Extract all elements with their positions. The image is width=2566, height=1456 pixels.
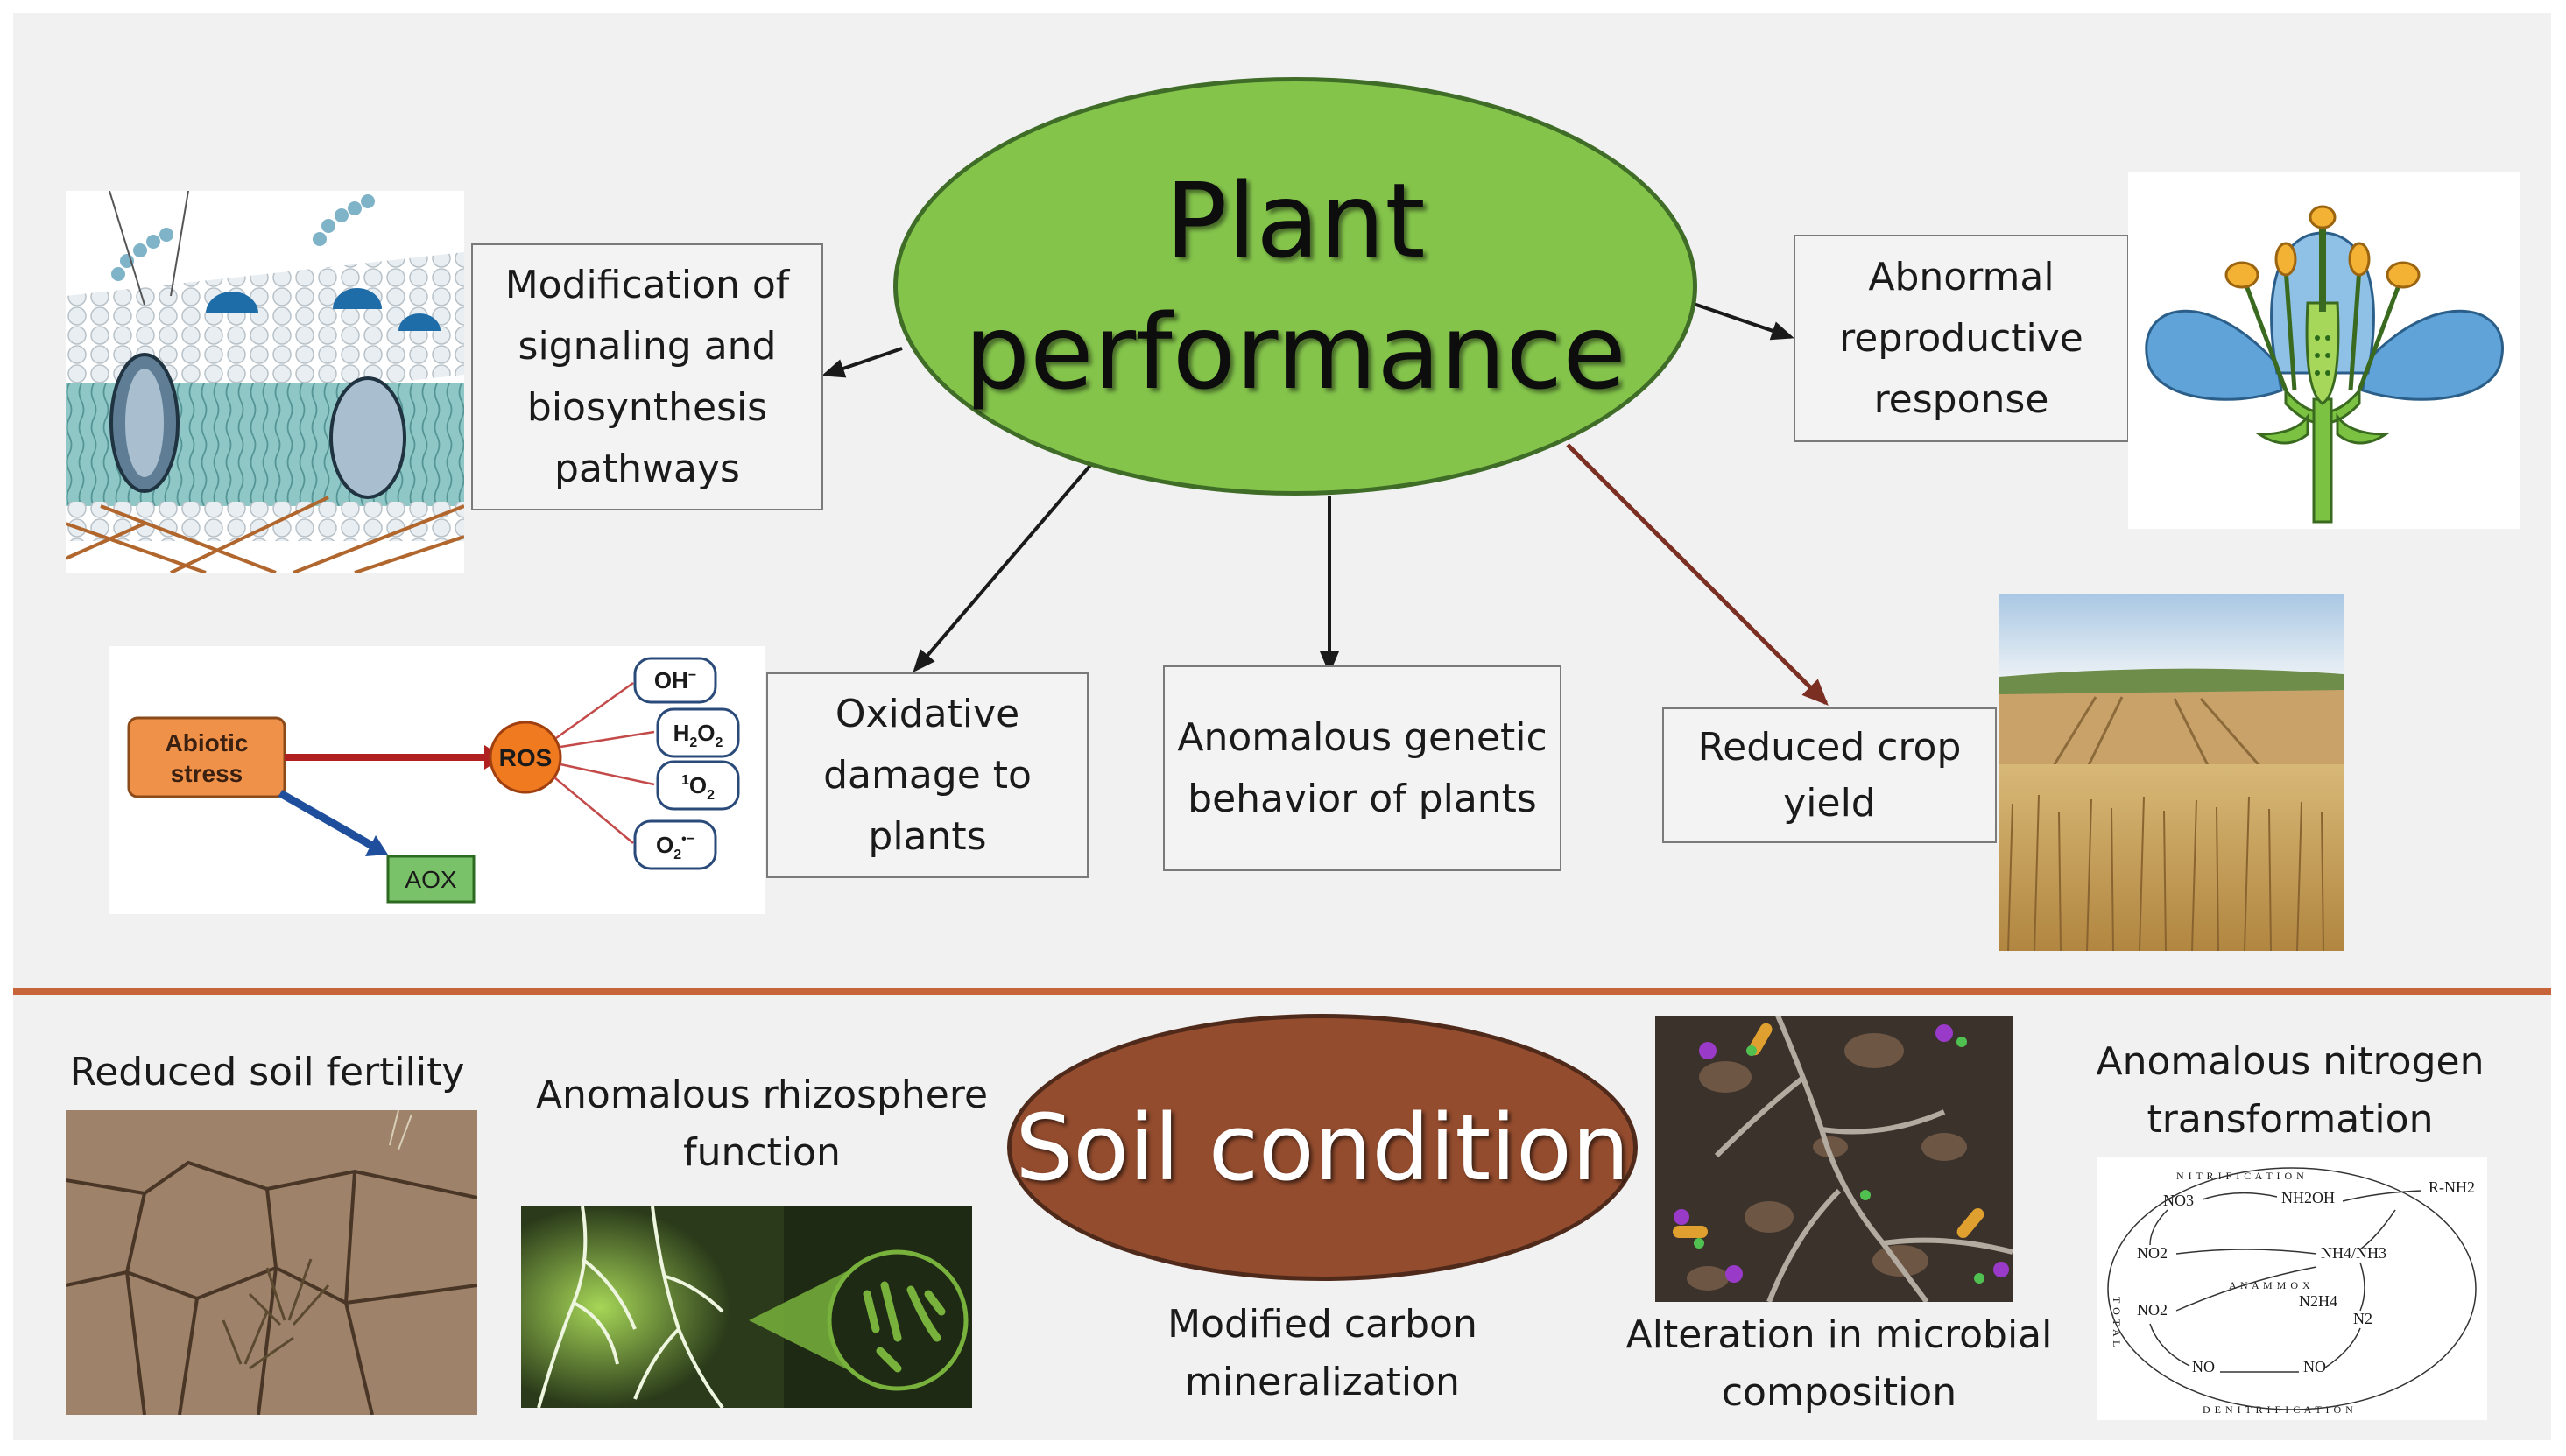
label-fertility: Reduced soil fertility <box>69 1050 465 1094</box>
section-divider <box>13 988 2551 995</box>
n-node-nh4: NH4/NH3 <box>2321 1244 2386 1262</box>
superoxide-species-box <box>633 819 717 870</box>
cracked-soil-illustration <box>66 1110 477 1415</box>
box-reproductive: Abnormal reproductive response <box>1794 235 2129 442</box>
plant-title-line1: Plant <box>1165 160 1426 281</box>
box-yield: Reduced crop yield <box>1662 707 1997 843</box>
n-node-no2-b: NO2 <box>2137 1301 2168 1319</box>
h2o2-species-box <box>656 707 740 758</box>
singlet-o2-species-box <box>656 760 740 811</box>
abiotic-text: Abiotic <box>166 729 249 756</box>
wheat-field-illustration <box>1999 594 2344 951</box>
ros-pathway-illustration: Abiotic stress ROS AOX OH− H2O2 1O2 O2•− <box>109 646 765 914</box>
ring-anammox: A N A M M O X <box>2229 1279 2311 1291</box>
singlet-o2-species: 1O2 <box>681 772 715 803</box>
soil-title: Soil condition <box>1015 1094 1630 1201</box>
stress-text: stress <box>171 760 243 787</box>
n-node-no3: NO3 <box>2163 1192 2194 1209</box>
n-node-rnh2: R-NH2 <box>2429 1178 2475 1196</box>
box-signaling: Modification of signaling and biosynthes… <box>471 243 823 510</box>
box-genetic: Anomalous genetic behavior of plants <box>1163 665 1561 871</box>
label-nitrogen: Anomalous nitrogen transformation <box>2096 1039 2485 1142</box>
arrow-to-reproductive <box>1688 300 1794 341</box>
label-microbial: Alteration in microbial composition <box>1625 1312 2053 1415</box>
n-node-n2: N2 <box>2353 1310 2372 1327</box>
label-rhizosphere: Anomalous rhizosphere function <box>535 1073 989 1175</box>
cell-membrane-illustration <box>66 191 464 573</box>
ring-nitrification: N I T R I F I C A T I O N <box>2176 1170 2305 1182</box>
nitrogen-cycle-illustration: NO3 NH2OH R-NH2 NO2 NH4/NH3 NO2 N2H4 N2 … <box>2097 1157 2487 1420</box>
ring-total: T O T A L <box>2111 1297 2123 1347</box>
ros-text: ROS <box>499 744 553 771</box>
superoxide-species: O2•− <box>656 832 694 862</box>
n-node-nh2oh: NH2OH <box>2281 1189 2335 1206</box>
label-yield: Reduced crop yield <box>1697 724 1962 826</box>
oh-species-box <box>633 657 717 704</box>
label-genetic: Anomalous genetic behavior of plants <box>1177 714 1547 821</box>
soil-condition-ellipse: Soil condition <box>1007 1014 1638 1281</box>
flower-illustration <box>2128 172 2520 529</box>
microbial-community-illustration <box>1655 1016 2013 1302</box>
ros-circle <box>489 721 562 794</box>
label-reproductive: Abnormal reproductive response <box>1839 254 2083 422</box>
arrow-to-oxidative <box>913 461 1095 673</box>
plant-title-line2: performance <box>964 292 1626 412</box>
box-oxidative: Oxidative damage to plants <box>766 672 1089 878</box>
aox-text: AOX <box>405 866 456 893</box>
label-carbon: Modified carbon mineralization <box>1167 1302 1477 1404</box>
oh-species: OH− <box>654 667 696 693</box>
plant-performance-ellipse: Plant performance <box>893 77 1697 496</box>
label-signaling: Modification of signaling and biosynthes… <box>504 262 790 491</box>
n-node-no2-a: NO2 <box>2137 1244 2168 1262</box>
n-node-no-b: NO <box>2303 1358 2326 1375</box>
aox-box <box>386 855 476 904</box>
label-oxidative: Oxidative damage to plants <box>823 691 1032 859</box>
h2o2-species: H2O2 <box>673 720 723 750</box>
arrow-to-signaling <box>821 347 903 378</box>
arrow-to-yield <box>1566 443 1829 706</box>
n-node-no-a: NO <box>2192 1358 2215 1375</box>
rhizosphere-illustration <box>521 1206 972 1408</box>
n-node-n2h4: N2H4 <box>2299 1292 2337 1310</box>
